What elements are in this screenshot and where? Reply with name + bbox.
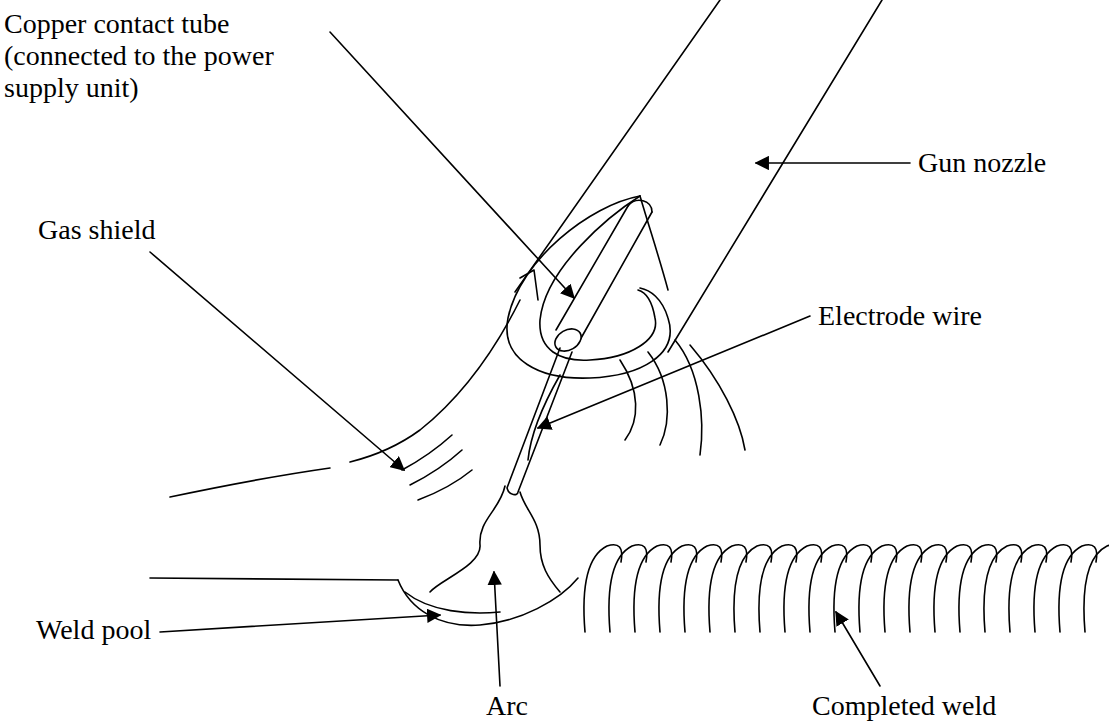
weld-ripple	[959, 545, 997, 632]
weld-ripple	[934, 545, 972, 632]
contact-tube	[628, 200, 652, 212]
weld-pool	[405, 592, 500, 613]
weld-ripple	[609, 545, 647, 632]
part-label: Electrode wire	[818, 300, 982, 332]
nozzle-outline	[668, 0, 882, 352]
leader-line	[538, 316, 810, 428]
part-label: Copper contact tube (connected to the po…	[4, 8, 309, 104]
weld-ripple	[734, 545, 772, 632]
nozzle-ring	[640, 196, 668, 290]
contact-tube-tip	[551, 324, 585, 355]
nozzle-ring	[507, 196, 670, 378]
leader-line	[494, 572, 500, 686]
weld-ripple	[784, 545, 822, 632]
leader-line	[330, 32, 574, 298]
plate-surface	[150, 578, 398, 580]
weld-ripple	[859, 545, 897, 632]
part-label: Arc	[486, 690, 528, 722]
leader-line	[756, 162, 910, 164]
weld-ripple	[1084, 545, 1109, 632]
gas-flow	[402, 435, 472, 500]
weld-ripple	[584, 545, 622, 632]
gas-flow	[620, 340, 745, 455]
weld-ripple	[884, 545, 922, 632]
part-label: Completed weld	[812, 690, 996, 722]
weld-ripple	[759, 545, 797, 632]
weld-ripple	[709, 545, 747, 632]
weld-ripple	[1009, 545, 1047, 632]
weld-ripple	[634, 545, 672, 632]
nozzle-notch	[520, 270, 538, 300]
part-label: Gun nozzle	[918, 147, 1046, 179]
weld-pool	[398, 578, 578, 625]
gas-flow	[528, 375, 560, 460]
weld-ripple	[684, 545, 722, 632]
gas-shield	[170, 300, 520, 497]
nozzle-ring-inner	[540, 196, 656, 360]
part-label: Weld pool	[36, 614, 151, 646]
weld-ripple	[1034, 545, 1072, 632]
weld-ripple	[809, 545, 847, 632]
leader-line	[836, 612, 880, 686]
weld-ripple	[659, 545, 697, 632]
weld-ripples	[584, 545, 1109, 632]
leader-line	[150, 252, 404, 470]
leader-line	[160, 615, 440, 632]
contact-tube	[556, 206, 652, 340]
electrode-wire	[507, 348, 572, 495]
weld-ripple	[909, 545, 947, 632]
part-label: Gas shield	[38, 214, 155, 246]
weld-ripple	[984, 545, 1022, 632]
weld-ripple	[1059, 545, 1097, 632]
